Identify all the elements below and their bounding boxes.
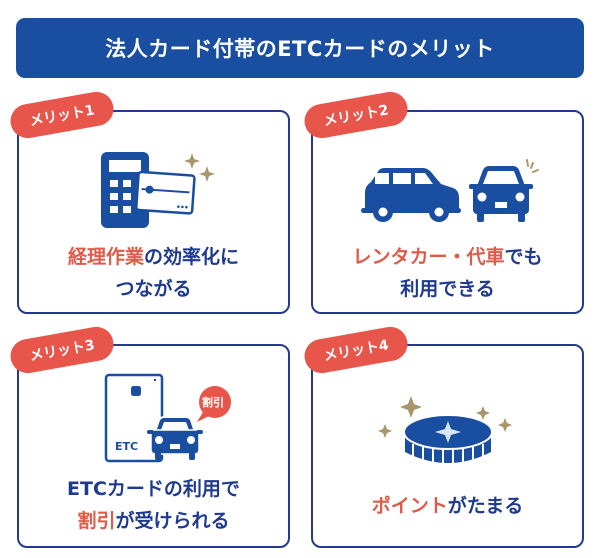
etc-label: ETC bbox=[115, 440, 139, 453]
merit-caption: ポイントがたまる bbox=[371, 495, 524, 517]
calculator-card-icon bbox=[99, 148, 219, 237]
merit-caption: 経理作業の効率化に つながる bbox=[67, 246, 240, 300]
merit-card-1: 経理作業の効率化に つながる bbox=[17, 110, 290, 314]
cars-icon bbox=[361, 158, 541, 232]
merit-caption: レンタカー・代車でも 利用できる bbox=[352, 246, 543, 300]
etc-card-car-icon: ETC 割引 bbox=[103, 372, 233, 467]
page-title: 法人カード付帯のETCカードのメリット bbox=[16, 18, 584, 78]
merit-card-2: レンタカー・代車でも 利用できる bbox=[311, 110, 584, 314]
discount-bubble-label: 割引 bbox=[202, 396, 224, 409]
merit-card-3: ETC 割引 ETCカードの利用で 割引が受けられる bbox=[17, 344, 290, 548]
coin-sparkle-icon bbox=[373, 394, 523, 478]
merit-caption: ETCカードの利用で 割引が受けられる bbox=[67, 478, 240, 532]
merit-card-4: ポイントがたまる bbox=[311, 344, 584, 548]
